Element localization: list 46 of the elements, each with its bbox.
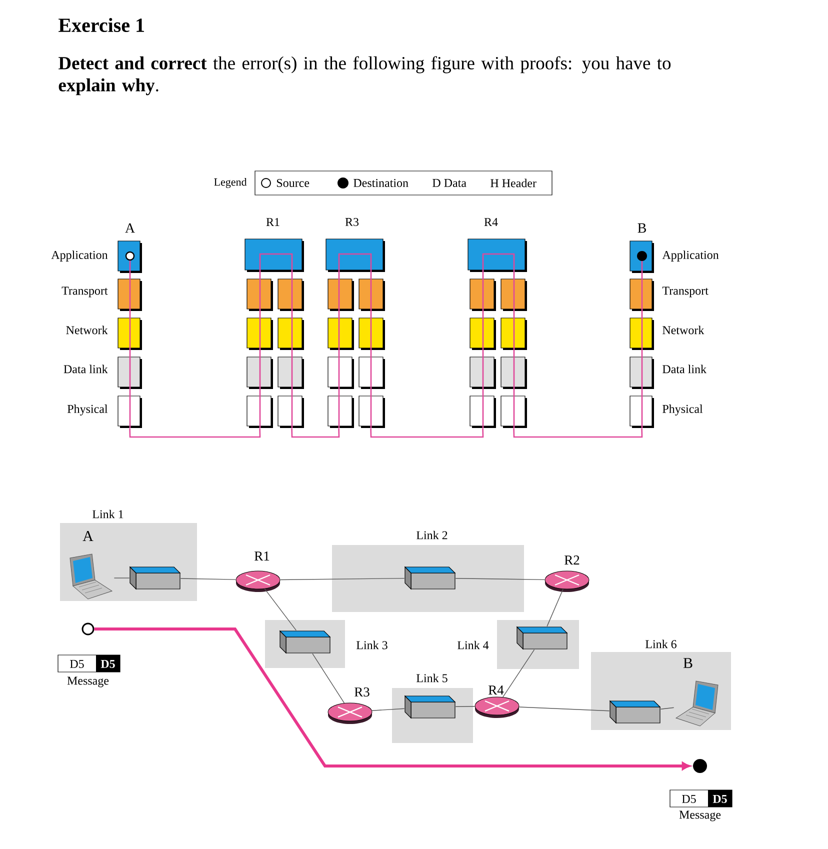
- message-caption: Message: [679, 810, 721, 822]
- stack-label: R3: [345, 218, 359, 226]
- link-line: [455, 578, 546, 580]
- legend-entry: Source: [261, 178, 310, 188]
- stack-label: B: [638, 223, 646, 233]
- legend-entry: D Data: [432, 179, 466, 187]
- link-label: Link 6: [646, 640, 676, 648]
- legend-entry: Destination: [338, 178, 408, 188]
- link-line: [660, 707, 674, 710]
- link-line: [518, 706, 610, 712]
- router-label: R1: [254, 552, 270, 560]
- router-label: R4: [488, 686, 504, 694]
- host-label: A: [82, 531, 94, 541]
- router-label: R2: [564, 556, 580, 564]
- stack-label: A: [125, 223, 135, 233]
- link-line: [264, 588, 296, 631]
- message-caption: Message: [67, 676, 109, 688]
- message-box: D5 D5: [670, 790, 732, 808]
- message-box: D5 D5: [58, 654, 120, 672]
- destination-dot: [693, 759, 707, 773]
- link-label: Link 2: [416, 530, 448, 540]
- legend-entry: H Header: [490, 178, 536, 188]
- link-line: [280, 578, 405, 580]
- link-line: [455, 706, 476, 707]
- stack-label: R1: [266, 218, 280, 226]
- route-line: [291, 428, 340, 438]
- link-label: Link 5: [416, 674, 448, 682]
- route-line: [370, 428, 484, 438]
- link-label: Link 3: [356, 640, 388, 650]
- link-line: [180, 578, 236, 580]
- link-line: [546, 588, 564, 627]
- link-line: [502, 649, 535, 698]
- link-line: [372, 708, 405, 711]
- message-path-arrow: [94, 628, 690, 770]
- route-line: [129, 428, 261, 438]
- instruction-text: Detect and correct the error(s) in the following figure with proofs: you have to explain why.: [58, 56, 671, 96]
- stack-label: R4: [484, 218, 498, 226]
- link-label: Link 1: [92, 510, 124, 518]
- link-label: Link 4: [458, 640, 489, 650]
- host-label: B: [683, 658, 692, 668]
- route-line: [513, 428, 643, 438]
- source-circle: [82, 622, 94, 636]
- router-label: R3: [354, 687, 370, 697]
- legend-heading: Legend: [214, 178, 247, 188]
- exercise-title: Exercise 1: [58, 18, 144, 32]
- link-line: [312, 653, 345, 704]
